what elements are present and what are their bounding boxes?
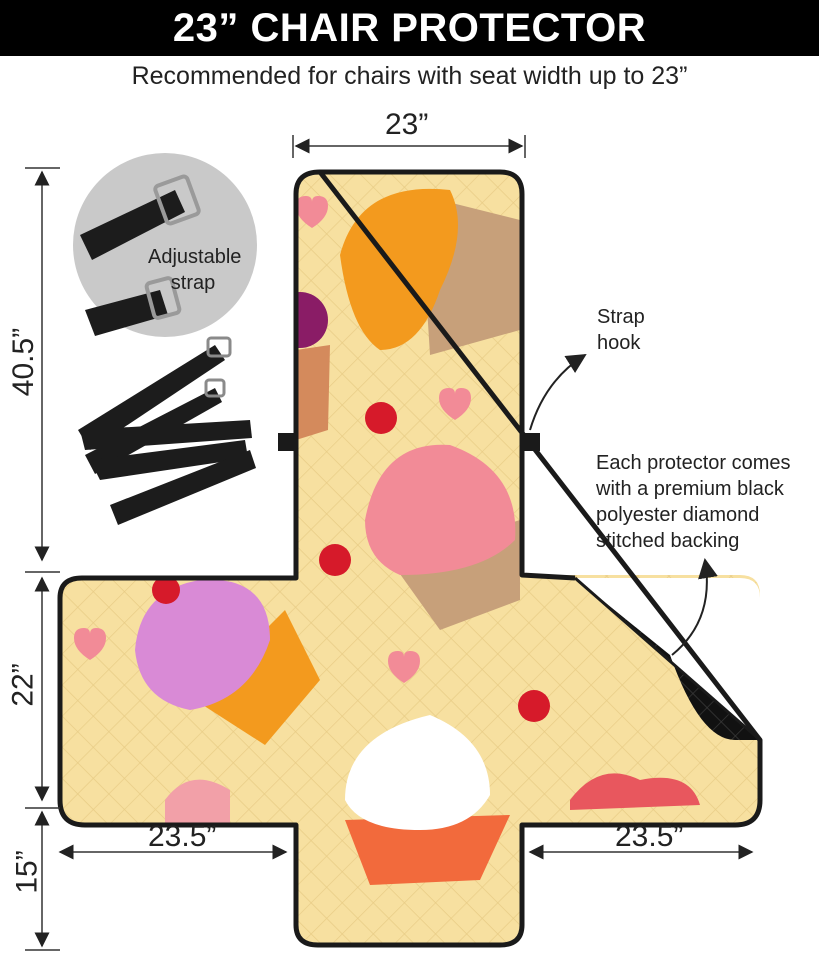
dim-seat-height: 22” [6, 663, 40, 707]
page-title: 23” CHAIR PROTECTOR [0, 0, 819, 56]
page-subtitle: Recommended for chairs with seat width u… [131, 62, 688, 90]
strap-illustration [78, 336, 256, 525]
dim-left-arm-width: 23.5” [148, 820, 217, 853]
callout-backing: Each protector comes with a premium blac… [596, 452, 791, 552]
dim-back-height: 40.5” [7, 327, 41, 397]
dim-top-width: 23” [385, 108, 429, 141]
page-title-text: 23” CHAIR PROTECTOR [172, 5, 647, 50]
cupcake-icon [340, 188, 520, 355]
adjustable-strap-photo [73, 153, 257, 337]
cupcake-icon [365, 444, 520, 630]
strap-hook-left [278, 433, 294, 451]
heart-icon [296, 196, 328, 228]
cherry-icon [365, 402, 397, 434]
heart-icon [388, 651, 420, 683]
cherry-icon [319, 544, 351, 576]
dimension-lines [25, 135, 754, 951]
cupcake-icon [345, 715, 510, 885]
callout-arrows [529, 353, 718, 656]
chair-protector-cover [57, 169, 763, 948]
heart-icon [439, 388, 471, 420]
dim-right-arm-width: 23.5” [615, 820, 684, 853]
heart-icon [74, 628, 106, 660]
cupcake-icon [272, 292, 328, 348]
cupcake-icon [135, 579, 320, 745]
dim-front-height: 15” [10, 850, 44, 894]
callout-strap-hook: Strap hook [597, 306, 645, 354]
callout-adjustable-strap: Adjustable strap [148, 246, 242, 294]
cherry-icon [152, 576, 180, 604]
strap-hook-right [524, 433, 540, 451]
cherry-icon [518, 690, 550, 722]
